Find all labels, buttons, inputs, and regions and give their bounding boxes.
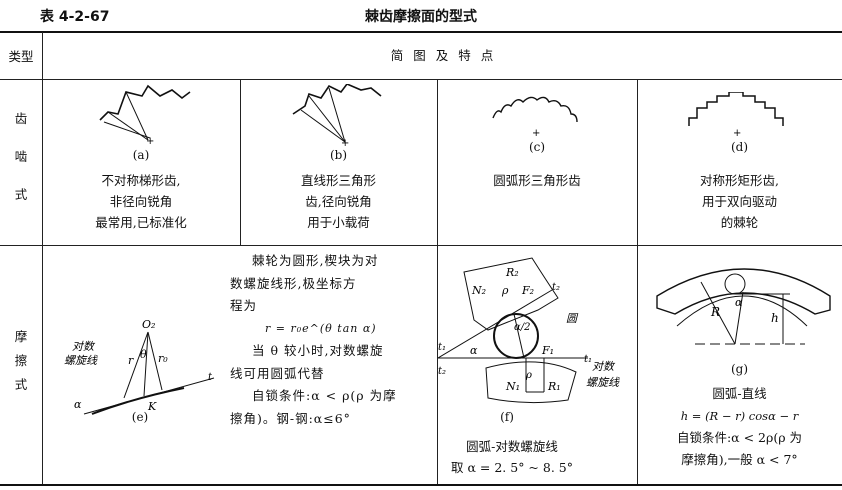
bottom-rule bbox=[0, 484, 842, 486]
figure-label: (b) bbox=[329, 148, 348, 162]
cell-description: 不对称梯形齿, 非径向锐角 最常用,已标准化 bbox=[42, 170, 240, 233]
text-line: 圆弧-直线 bbox=[712, 386, 767, 401]
header-rule bbox=[0, 79, 842, 80]
col-divider bbox=[240, 80, 241, 245]
text-line: 不对称梯形齿, bbox=[101, 173, 181, 188]
diagram-label: θ bbox=[140, 348, 147, 361]
figure-label: (c) bbox=[528, 140, 546, 154]
col-divider bbox=[42, 32, 43, 484]
text-line: 棘轮为圆形,楔块为对 bbox=[252, 253, 379, 268]
diagram-label: N₂ bbox=[471, 284, 486, 297]
diagram-label: 圆 bbox=[566, 312, 579, 325]
diagram-label: R₁ bbox=[547, 380, 561, 393]
diagram-label: 螺旋线 bbox=[64, 354, 98, 367]
diagram-label: R bbox=[710, 305, 720, 319]
diagram-label: α bbox=[735, 296, 743, 309]
diagram-label: t₂ bbox=[552, 282, 560, 293]
diagram-label: ρ bbox=[525, 370, 532, 381]
text-line: 用于小载荷 bbox=[307, 215, 370, 230]
figure-a-asymmetric-trapezoid-teeth: + bbox=[99, 84, 191, 147]
text-line: 圆弧形三角形齿 bbox=[493, 173, 581, 188]
diagram-label: + bbox=[146, 136, 154, 147]
text-line: 数螺旋线形,极坐标方 bbox=[230, 275, 357, 291]
figure-e-log-spiral-wedge: O₂ θ r r₀ 对数 螺旋线 α t K bbox=[64, 318, 215, 415]
figure-label: (d) bbox=[730, 140, 749, 154]
formula: h = (R − r) cosα − r bbox=[680, 409, 799, 423]
text-line: 自锁条件:α < ρ(ρ 为摩 bbox=[252, 388, 397, 403]
cell-description: 直线形三角形 齿,径向锐角 用于小载荷 bbox=[240, 170, 437, 233]
text-line: 擦角)。钢-钢:α≤6° bbox=[230, 410, 351, 426]
diagram-label: r₀ bbox=[158, 352, 168, 365]
diagram-label: α/2 bbox=[514, 322, 530, 333]
diagram-label: O₂ bbox=[142, 318, 155, 331]
text-line: 非径向锐角 bbox=[109, 194, 173, 209]
diagram-label: R₂ bbox=[505, 266, 519, 279]
text-line: 最常用,已标准化 bbox=[95, 215, 187, 230]
text-line: 圆弧-对数螺旋线 bbox=[466, 439, 558, 454]
text-line: 当 θ 较小时,对数螺旋 bbox=[252, 343, 384, 358]
cell-description: 圆弧形三角形齿 bbox=[437, 170, 637, 191]
table-title: 棘齿摩擦面的型式 bbox=[365, 9, 477, 25]
figure-g-arc-straight: R h α bbox=[656, 268, 831, 345]
friction-g-description: 圆弧-直线 h = (R − r) cosα − r 自锁条件:α < 2ρ(ρ… bbox=[637, 383, 842, 471]
diagram-label: r bbox=[128, 354, 134, 367]
diagram-label: 对数 bbox=[72, 340, 96, 353]
friction-e-description: 棘轮为圆形,楔块为对 数螺旋线形,极坐标方 程为 r = r₀e^(θ tan … bbox=[230, 250, 435, 430]
figure-b-triangular-teeth: + bbox=[292, 84, 382, 149]
figure-label: (a) bbox=[132, 148, 150, 162]
text-line: 对称形矩形齿, bbox=[700, 173, 779, 188]
diagram-label: K bbox=[147, 400, 157, 413]
type-char: 齿 bbox=[14, 111, 28, 126]
formula: r = r₀e^(θ tan α) bbox=[265, 321, 377, 335]
diagram-label: ρ bbox=[501, 284, 509, 297]
diagram-label: h bbox=[771, 311, 779, 325]
figure-d-rectangular-teeth: + bbox=[688, 92, 784, 139]
text-line: 用于双向驱动 bbox=[701, 194, 777, 209]
row-type-mesh: 齿 啮 式 bbox=[0, 100, 42, 214]
friction-f-description: 圆弧-对数螺旋线 取 α = 2. 5° ~ 8. 5° bbox=[437, 436, 587, 478]
type-char: 啮 bbox=[14, 149, 28, 164]
diagram-label: α bbox=[470, 344, 478, 357]
row-rule bbox=[0, 245, 842, 246]
text-line: 自锁条件:α < 2ρ(ρ 为 bbox=[676, 430, 803, 445]
diagram-label: t₂ bbox=[438, 366, 446, 377]
diagram-label: t bbox=[208, 372, 213, 383]
header-type: 类型 bbox=[8, 49, 34, 64]
text-line: 取 α = 2. 5° ~ 8. 5° bbox=[451, 460, 573, 475]
col-divider bbox=[637, 80, 638, 484]
diagram-label: α bbox=[74, 398, 82, 411]
diagram-label: N₁ bbox=[505, 380, 520, 393]
diagram-label: + bbox=[733, 128, 741, 139]
figure-label: (f) bbox=[500, 410, 514, 424]
col-divider bbox=[437, 80, 438, 484]
figure-label: (e) bbox=[131, 410, 149, 424]
type-char: 摩 bbox=[14, 329, 28, 344]
diagram-label: t₁ bbox=[584, 354, 592, 365]
cell-description: 对称形矩形齿, 用于双向驱动 的棘轮 bbox=[637, 170, 842, 233]
text-line: 齿,径向锐角 bbox=[305, 194, 372, 209]
text-line: 的棘轮 bbox=[720, 215, 759, 230]
diagram-label: F₂ bbox=[521, 284, 534, 297]
text-line: 线可用圆弧代替 bbox=[230, 365, 325, 381]
text-line: 直线形三角形 bbox=[300, 173, 376, 188]
type-char: 式 bbox=[14, 377, 28, 392]
type-char: 式 bbox=[14, 187, 28, 202]
figure-f-arc-log-spiral: R₂ N₂ ρ F₂ t₂ 圆 α/2 α F₁ t₁ t₁ t₂ 对数 螺旋线… bbox=[438, 257, 620, 404]
table-caption: 表 4-2-67 bbox=[40, 9, 110, 25]
top-rule bbox=[0, 31, 842, 33]
diagram-label: + bbox=[532, 128, 540, 139]
text-line: 摩擦角),一般 α < 7° bbox=[681, 452, 798, 467]
row-type-friction: 摩 擦 式 bbox=[0, 325, 42, 397]
diagram-label: t₁ bbox=[438, 342, 446, 353]
diagram-label: + bbox=[341, 138, 349, 149]
text-line: 程为 bbox=[230, 298, 258, 313]
header-content: 简 图 及 特 点 bbox=[390, 48, 494, 63]
diagram-label: 对数 bbox=[592, 360, 616, 373]
diagram-label: 螺旋线 bbox=[586, 376, 620, 389]
figure-c-arc-triangular-teeth: + bbox=[492, 96, 578, 139]
diagram-label: F₁ bbox=[541, 344, 554, 357]
type-char: 擦 bbox=[14, 353, 28, 368]
figure-label: (g) bbox=[730, 362, 749, 376]
